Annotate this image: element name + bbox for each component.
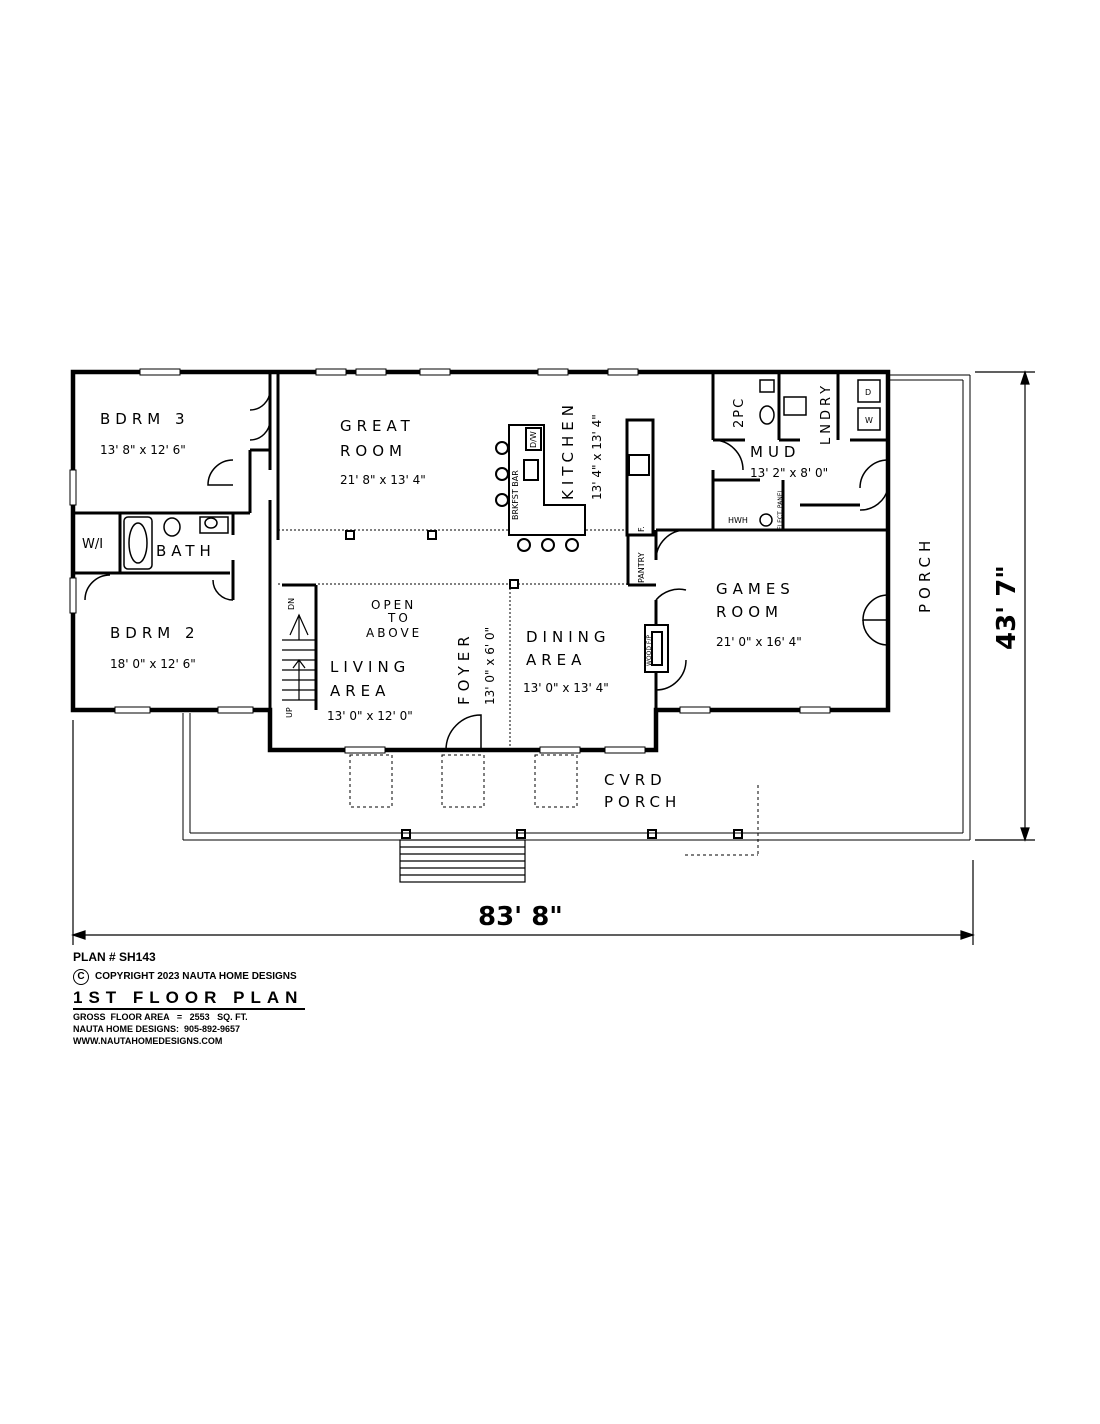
brkfst-bar-label: BRKFST BAR xyxy=(511,470,520,520)
games-label-2: ROOM xyxy=(716,603,783,621)
pantry-label: PANTRY xyxy=(637,552,646,583)
stairs xyxy=(282,613,316,701)
open-to-above-3: ABOVE xyxy=(366,626,422,640)
foyer-size: 13' 0" x 6' 0" xyxy=(483,627,497,705)
elect-panel-label: ELECT. PANEL xyxy=(777,489,784,531)
great-room-label-2: ROOM xyxy=(340,442,407,460)
living-size: 13' 0" x 12' 0" xyxy=(327,709,413,723)
dw-label: D/W xyxy=(529,431,538,448)
games-size: 21' 0" x 16' 4" xyxy=(716,635,802,649)
dining-label-2: AREA xyxy=(526,651,586,669)
open-to-above-2: TO xyxy=(387,611,411,625)
mud-label: MUD xyxy=(750,443,800,461)
bdrm3-label: BDRM 3 xyxy=(100,410,190,428)
doors xyxy=(84,389,889,751)
windows xyxy=(69,368,831,754)
walk-in-label: W/I xyxy=(82,537,103,552)
washer-label: W xyxy=(865,416,873,425)
lndry-label: LNDRY xyxy=(819,382,834,445)
copyright-line: C COPYRIGHT 2023 NAUTA HOME DESIGNS xyxy=(73,969,297,985)
living-label-1: LIVING xyxy=(330,658,410,676)
bdrm2-label: BDRM 2 xyxy=(110,624,200,642)
overall-width-label: 83' 8" xyxy=(478,902,563,932)
kitchen-island xyxy=(495,424,650,552)
open-to-above-1: OPEN xyxy=(371,598,416,612)
beam-lines xyxy=(278,529,656,750)
phone-line: NAUTA HOME DESIGNS: 905-892-9657 xyxy=(73,1024,241,1034)
columns xyxy=(345,530,743,839)
fireplace xyxy=(644,624,669,673)
plan-number: PLAN # SH143 xyxy=(73,950,156,964)
stairs-dn-label: DN xyxy=(287,598,296,610)
porch-side-label: PORCH xyxy=(916,536,934,613)
bdrm2-size: 18' 0" x 12' 6" xyxy=(110,657,196,671)
mud-size: 13' 2" x 8' 0" xyxy=(750,466,828,480)
porch-outline xyxy=(182,374,971,856)
dimension-lines xyxy=(71,370,1035,945)
overall-depth-label: 43' 7" xyxy=(992,565,1022,650)
games-label-1: GAMES xyxy=(716,580,795,598)
kitchen-label: KITCHEN xyxy=(559,400,577,500)
gross-floor-area: GROSS FLOOR AREA = 2553 SQ. FT. xyxy=(73,1012,248,1022)
wood-fp-label: WOOD F/P xyxy=(646,635,653,666)
foyer-label: FOYER xyxy=(455,631,473,705)
stairs-up-label: UP xyxy=(285,707,294,718)
dining-size: 13' 0" x 13' 4" xyxy=(523,681,609,695)
hwh-label: HWH xyxy=(728,516,748,525)
2pc-label: 2PC xyxy=(732,397,747,428)
exterior-walls xyxy=(70,369,891,753)
cvrd-porch-label-1: CVRD xyxy=(604,771,667,789)
copyright-symbol: C xyxy=(73,969,89,985)
bath-label: BATH xyxy=(156,542,216,560)
fridge-label: F. xyxy=(637,526,646,532)
copyright-text: COPYRIGHT 2023 NAUTA HOME DESIGNS xyxy=(95,971,297,982)
bath-fixtures xyxy=(123,379,881,570)
living-label-2: AREA xyxy=(330,682,390,700)
website-line: WWW.NAUTAHOMEDESIGNS.COM xyxy=(73,1036,223,1046)
cvrd-porch-label-2: PORCH xyxy=(604,793,681,811)
kitchen-size: 13' 4" x 13' 4" xyxy=(590,414,604,500)
dining-label-1: DINING xyxy=(526,628,610,646)
bdrm3-size: 13' 8" x 12' 6" xyxy=(100,443,186,457)
porch-steps xyxy=(399,839,526,883)
great-room-size: 21' 8" x 13' 4" xyxy=(340,473,426,487)
plan-title: 1ST FLOOR PLAN xyxy=(73,988,306,1010)
dryer-label: D xyxy=(865,388,871,397)
great-room-label-1: GREAT xyxy=(340,417,415,435)
